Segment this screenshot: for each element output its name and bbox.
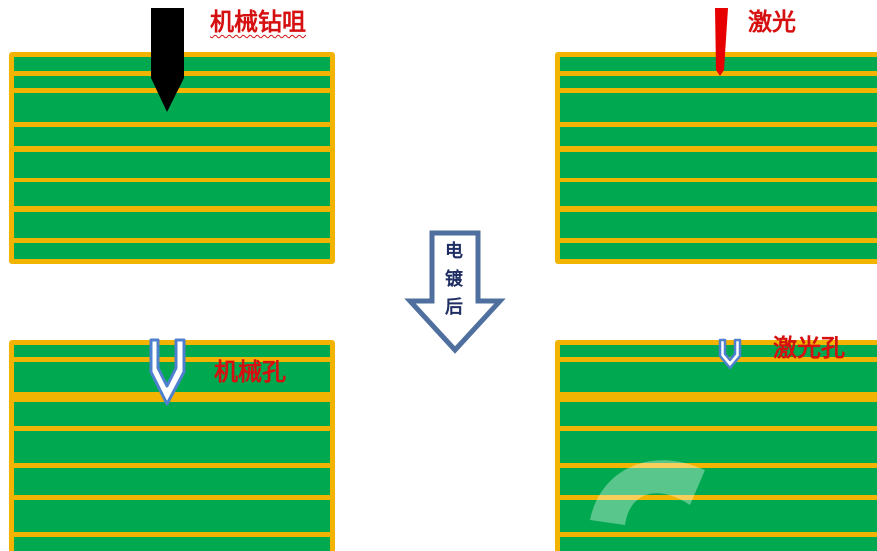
drill-bit-icon [151,8,184,112]
board-bottom-right-laminate-layer [560,402,877,426]
board-top-left-laminate-layer [14,182,330,206]
watermark-shape [590,460,705,525]
board-bottom-left-laminate-layer [14,500,330,532]
label-mechanical-hole: 机械孔 [214,357,286,386]
board-bottom-left-laminate-layer [14,345,330,357]
board-top-right-laminate-layer [560,152,877,178]
mechanical-hole-icon [149,338,186,406]
laser-hole-icon [718,338,742,370]
board-bottom-left-laminate-layer [14,402,330,426]
board-bottom-right-laminate-layer [560,500,877,532]
board-top-left-laminate-layer [14,212,330,238]
label-mechanical-drill: 机械钻咀 [210,7,306,36]
arrow-text-line2: 镀 [445,269,463,290]
label-laser-hole: 激光孔 [773,333,845,362]
board-bottom-right-laminate-layer [560,362,877,392]
board-bottom-right-laminate-layer [560,345,877,357]
board-top-left-laminate-layer [14,243,330,259]
board-bottom-left-laminate-layer [14,537,330,551]
board-bottom-right-laminate-layer [560,431,877,463]
down-arrow-icon [404,230,506,354]
laser-beam-icon [715,8,728,76]
arrow-text-line3: 后 [445,297,463,318]
board-top-left-laminate-layer [14,127,330,146]
label-laser: 激光 [748,7,796,36]
board-top-right-laminate-layer [560,127,877,146]
board-bottom-left-laminate-layer [14,431,330,463]
board-bottom-right-laminate-layer [560,468,877,495]
board-top-right-laminate-layer [560,93,877,122]
board-top-right-laminate-layer [560,182,877,206]
arrow-text-line1: 电 [445,241,463,262]
board-top-right-laminate-layer [560,76,877,88]
board-top-left-laminate-layer [14,152,330,178]
board-top-right-laminate-layer [560,243,877,259]
board-top-right-laminate-layer [560,212,877,238]
board-bottom-left-laminate-layer [14,468,330,495]
board-bottom-right-laminate-layer [560,537,877,551]
